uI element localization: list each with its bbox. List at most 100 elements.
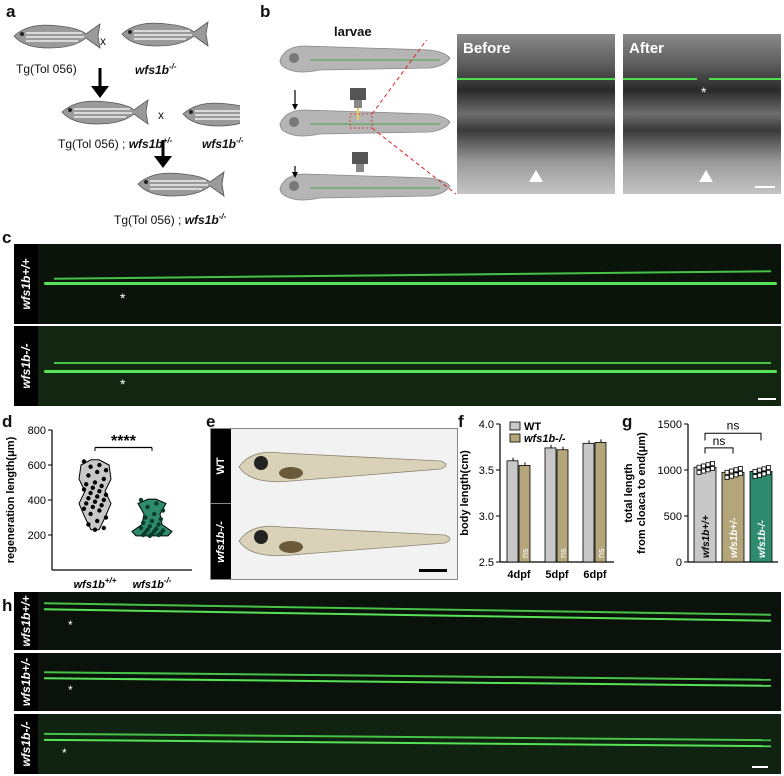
before-image: Before xyxy=(457,34,615,194)
bar xyxy=(582,442,595,563)
larva-wt xyxy=(238,451,447,483)
lesion-asterisk: * xyxy=(68,683,73,697)
larva-mut xyxy=(238,525,451,557)
fish-icon xyxy=(121,21,209,47)
data-point xyxy=(88,464,93,469)
data-point xyxy=(143,515,148,520)
ns-label: ns xyxy=(713,434,726,448)
data-point xyxy=(88,511,93,517)
data-point xyxy=(84,501,89,506)
panel-b-label: b xyxy=(260,2,271,21)
image-c-row2: wfs1b-/- * xyxy=(14,326,781,406)
row-label: wfs1b+/+ xyxy=(19,258,33,310)
data-point xyxy=(103,515,109,520)
x-tick-label: wfs1b+/- xyxy=(729,517,740,558)
y-axis-label: total length xyxy=(623,463,635,523)
bar xyxy=(544,447,557,563)
data-point xyxy=(81,487,87,492)
objective-icon xyxy=(352,152,368,164)
legend-swatch xyxy=(509,433,521,443)
data-point xyxy=(97,508,102,513)
image-h-row3: wfs1b-/- * xyxy=(14,714,781,774)
data-point xyxy=(729,473,734,479)
data-point xyxy=(88,490,93,496)
scale-bar xyxy=(419,569,447,572)
data-point xyxy=(147,533,152,539)
panel-e-label: e xyxy=(206,412,216,431)
arrow-down-icon xyxy=(91,86,109,98)
data-point xyxy=(147,524,152,529)
legend-label: WT xyxy=(524,421,541,433)
panel-h-label: h xyxy=(2,596,13,615)
y-tick-label: 500 xyxy=(664,511,682,523)
x-tick-label: wfs1b+/+ xyxy=(701,515,712,558)
data-point xyxy=(710,460,715,466)
x-tick-label: 6dpf xyxy=(583,569,607,581)
data-point xyxy=(103,492,109,497)
significance-bracket xyxy=(704,432,762,441)
fish-icon xyxy=(137,171,225,197)
data-point xyxy=(160,508,166,513)
data-point xyxy=(761,466,767,472)
data-point xyxy=(738,471,743,476)
y-axis-label: body length(cm) xyxy=(459,450,471,536)
arrowhead-icon xyxy=(529,170,543,182)
data-point xyxy=(733,467,739,473)
fish-icon xyxy=(182,101,240,127)
data-point xyxy=(99,503,104,508)
after-image: After * xyxy=(623,34,781,194)
objective-icon xyxy=(350,88,366,100)
ns-label: ns xyxy=(558,548,568,558)
scale-bar xyxy=(752,766,768,768)
x-tick-label: 4dpf xyxy=(507,569,531,581)
panel-f-label: f xyxy=(458,412,464,431)
lesion-asterisk: * xyxy=(68,618,73,632)
row-label: WT xyxy=(215,457,227,475)
y-tick-label: 0 xyxy=(676,557,682,569)
panel-a-label: a xyxy=(6,2,16,21)
scale-bar xyxy=(755,186,775,188)
data-point xyxy=(95,518,100,524)
data-point xyxy=(752,468,758,474)
data-point xyxy=(729,468,734,474)
lesion-asterisk: * xyxy=(701,84,707,100)
larvae-schematic xyxy=(279,40,457,201)
data-point xyxy=(138,497,144,503)
bar xyxy=(506,460,519,563)
data-point xyxy=(90,504,96,510)
data-point xyxy=(90,485,96,490)
parent1-label: Tg(Tol 056) xyxy=(16,62,77,76)
zoom-box xyxy=(349,113,373,129)
data-point xyxy=(149,518,155,524)
data-point xyxy=(757,467,762,473)
data-point xyxy=(156,522,161,527)
data-point xyxy=(156,532,161,538)
data-point xyxy=(696,469,702,475)
data-point xyxy=(705,467,711,473)
data-point xyxy=(97,462,102,468)
data-point xyxy=(101,476,107,482)
data-point xyxy=(92,499,98,504)
y-tick-label: 3.0 xyxy=(479,511,494,523)
data-point xyxy=(152,511,157,517)
x-tick-label: 5dpf xyxy=(545,569,569,581)
row-label: wfs1b-/- xyxy=(215,520,227,563)
data-point xyxy=(752,474,758,479)
y-tick-label: 800 xyxy=(28,425,46,437)
data-point xyxy=(97,489,102,494)
data-point xyxy=(103,468,109,473)
row-label: wfs1b+/+ xyxy=(19,595,33,647)
legend-label: wfs1b-/- xyxy=(524,433,566,445)
data-point xyxy=(145,504,150,510)
data-point xyxy=(86,522,91,527)
x-tick-label: wfs1b+/+ xyxy=(74,576,117,590)
ns-label: ns xyxy=(520,548,530,558)
y-tick-label: 600 xyxy=(28,460,46,472)
data-point xyxy=(733,472,739,478)
data-point xyxy=(701,463,706,469)
data-point xyxy=(701,468,706,474)
data-point xyxy=(724,469,730,475)
